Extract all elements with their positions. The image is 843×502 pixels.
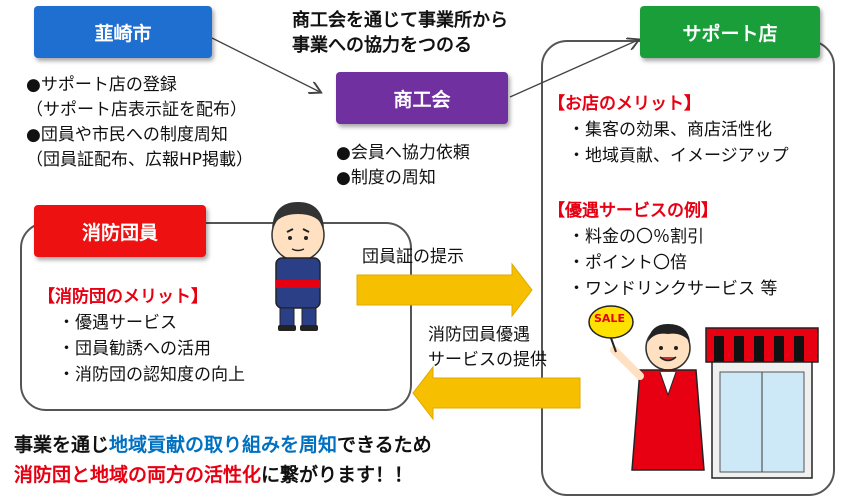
nirasaki-item-3: ●団員や市民への制度周知 <box>26 125 228 145</box>
dantai-merit-title: 【消防団のメリット】 <box>38 287 208 307</box>
arrow-left-label-1: 消防団員優遇 <box>428 325 530 345</box>
support-merit-2: ・地域貢献、イメージアップ <box>568 146 789 166</box>
bottom-message-line-1: 事業を通じ地域貢献の取り組みを周知できるため <box>14 432 432 458</box>
dantai-label-box: 消防団員 <box>34 205 206 257</box>
nirasaki-item-1: ●サポート店の登録 <box>26 75 177 95</box>
bottom-line1-part-b: 地域貢献の取り組みを周知 <box>109 434 338 456</box>
connector-shokokai-to-support <box>509 40 638 98</box>
top-note-line-1: 商工会を通じて事業所から <box>292 10 508 31</box>
bottom-line1-part-a: 事業を通じ <box>14 434 110 456</box>
dantai-merit-3: ・消防団の認知度の向上 <box>58 365 245 385</box>
support-service-title: 【優遇サービスの例】 <box>548 201 718 221</box>
dantai-merit-1: ・優遇サービス <box>58 313 177 333</box>
shokokai-item-2: ●制度の周知 <box>336 168 436 188</box>
support-merit-1: ・集客の効果、商店活性化 <box>568 120 772 140</box>
nirasaki-item-4: （団員証配布、広報HP掲載） <box>26 150 254 170</box>
support-store-label-box: サポート店 <box>640 6 820 58</box>
bottom-line2-part-a: 消防団と地域の両方の活性化 <box>14 464 262 486</box>
arrow-left-label-2: サービスの提供 <box>428 350 547 370</box>
shopkeeper-illustration <box>610 324 705 471</box>
nirasaki-item-2: （サポート店表示証を配布） <box>26 100 247 120</box>
bottom-message-line-2: 消防団と地域の両方の活性化に繋がります！！ <box>14 462 413 488</box>
shokokai-item-1: ●会員へ協力依頼 <box>336 143 470 163</box>
dantai-merit-2: ・団員勧誘への活用 <box>58 339 211 359</box>
sale-fan-icon <box>588 305 634 353</box>
sale-sign-label: SALE <box>594 312 625 325</box>
bottom-line1-part-c: できるため <box>337 434 432 456</box>
support-service-2: ・ポイント〇倍 <box>568 253 687 273</box>
support-merit-title: 【お店のメリット】 <box>548 94 701 114</box>
firefighter-illustration <box>271 202 325 331</box>
top-note-line-2: 事業への協力をつのる <box>292 35 472 56</box>
connector-nirasaki-to-shokokai <box>211 37 320 92</box>
support-service-3: ・ワンドリンクサービス 等 <box>568 279 778 299</box>
storefront-illustration <box>705 327 819 479</box>
support-service-1: ・料金の〇％割引 <box>568 227 704 247</box>
bottom-line2-part-b: に繋がります！！ <box>261 464 414 486</box>
nirasaki-label-box: 韮崎市 <box>34 6 212 58</box>
arrow-right-shape <box>356 262 533 318</box>
arrow-left-shape <box>412 365 581 421</box>
arrow-right-label: 団員証の提示 <box>362 247 464 267</box>
shokokai-label-box: 商工会 <box>336 72 508 124</box>
